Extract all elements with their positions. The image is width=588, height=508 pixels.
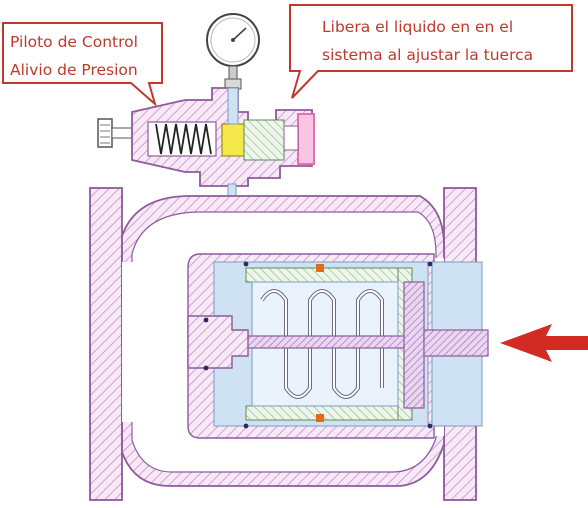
- callout-right-line-2: sistema al ajustar la tuerca: [322, 46, 534, 64]
- left-flange: [89, 187, 123, 501]
- pilot-spring: [155, 123, 212, 155]
- valve-disc: [403, 281, 425, 409]
- seal-bottom: [316, 414, 324, 422]
- main-spring: [260, 289, 384, 399]
- arrow-left-icon: [500, 324, 588, 362]
- pilot-seat: [221, 123, 245, 157]
- callout-left: [2, 22, 163, 107]
- pilot-control-valve: [97, 87, 315, 187]
- callout-right: [289, 4, 573, 99]
- callout-right-line-1: Libera el liquido en en el: [322, 18, 514, 36]
- seal-top: [316, 264, 324, 272]
- callout-left-line-2: Alivio de Presion: [10, 61, 138, 79]
- callout-left-line-1: Piloto de Control: [10, 33, 138, 51]
- callout-left-text: Piloto de Control Alivio de Presion: [10, 28, 138, 84]
- pressure-gauge-icon: [206, 13, 260, 90]
- pilot-adjusting-nut: [297, 113, 315, 165]
- main-valve-body: [89, 187, 489, 501]
- callout-right-text: Libera el liquido en en el sistema al aj…: [322, 13, 533, 69]
